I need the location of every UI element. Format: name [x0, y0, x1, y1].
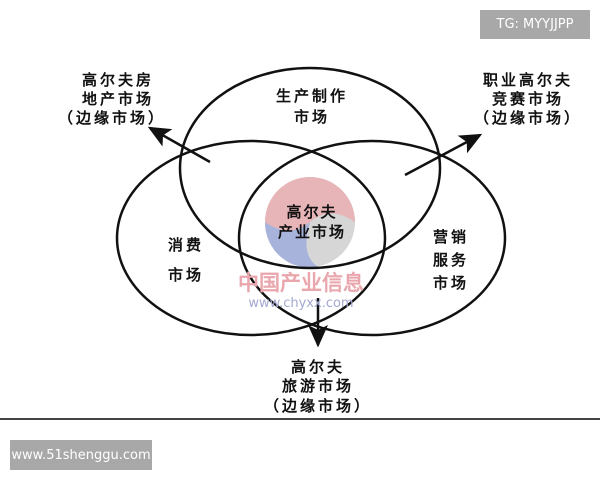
top-circle [178, 66, 442, 270]
divider-line [0, 418, 600, 420]
center-label-line1: 高尔夫 [286, 203, 337, 221]
arrow-top-left-icon [147, 126, 211, 164]
edge-bottom-line1: 高尔夫 [291, 358, 345, 376]
edge-top-left-line1: 高尔夫房 [82, 71, 154, 89]
edge-top-left-line2: 地产市场 [82, 90, 154, 108]
top-circle-label-line1: 生产制作 [276, 87, 348, 105]
left-circle [115, 139, 387, 337]
top-right-badge: TG: MYYJJPP [480, 10, 590, 39]
left-circle-label-line2: 市场 [168, 266, 204, 284]
edge-top-right-line1: 职业高尔夫 [483, 71, 573, 89]
watermark-url: www.chyxx.com [248, 296, 353, 311]
watermark-logo-icon [264, 177, 355, 268]
center-label-line2: 产业市场 [278, 223, 346, 241]
right-circle-label-line1: 营销 [433, 228, 469, 246]
top-circle-label-line2: 市场 [294, 108, 330, 126]
right-circle-label-line3: 市场 [433, 274, 469, 292]
arrow-top-right-icon [404, 133, 483, 177]
edge-bottom-line3: （边缘市场） [264, 397, 372, 415]
left-circle-label-line1: 消费 [168, 236, 204, 254]
edge-top-right-line3: （边缘市场） [474, 109, 582, 127]
edge-top-left-line3: （边缘市场） [58, 109, 166, 127]
bottom-left-url-badge: www.51shenggu.com [10, 440, 152, 470]
edge-top-right-line2: 竞赛市场 [492, 90, 564, 108]
right-circle [237, 139, 507, 337]
edge-bottom-line2: 旅游市场 [282, 377, 354, 395]
right-circle-label-line2: 服务 [433, 251, 469, 269]
watermark-title: 中国产业信息 [238, 271, 364, 295]
